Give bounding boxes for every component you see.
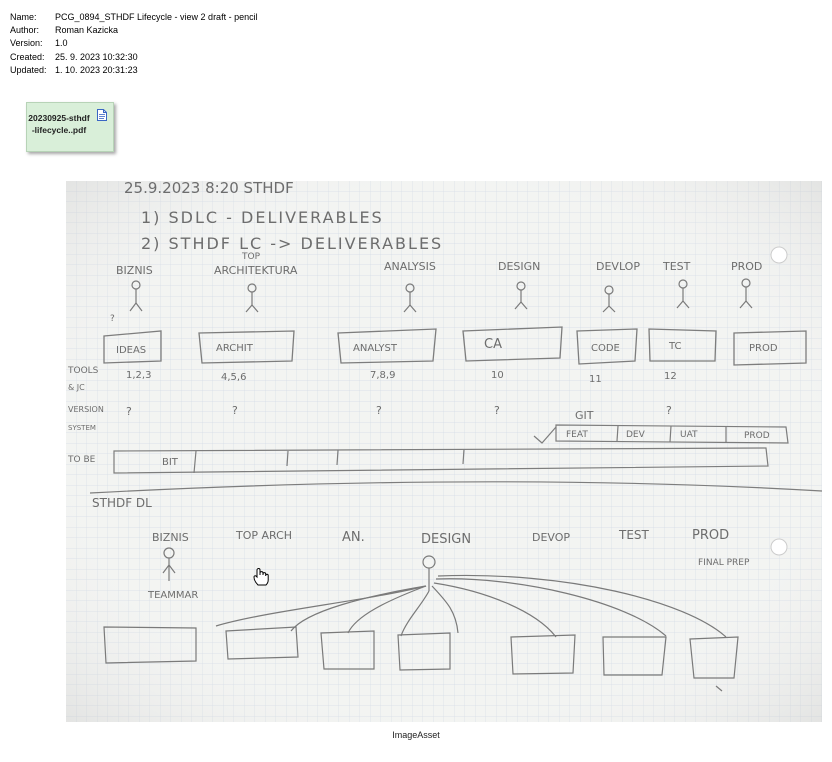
- sketch-line-sdlc: 1) SDLC - DELIVERABLES: [141, 208, 384, 227]
- version-question: ?: [666, 404, 672, 417]
- tool-number: 11: [589, 374, 602, 385]
- version-question: ?: [376, 404, 382, 417]
- deliverable-box-label: CA: [484, 337, 502, 352]
- final-prep-label: FINAL PREP: [698, 558, 750, 568]
- tool-number: 1,2,3: [126, 370, 151, 381]
- role-label: BIZNIS: [116, 264, 153, 277]
- git-branch: DEV: [626, 430, 646, 440]
- version-question: ?: [232, 404, 238, 417]
- teammate-label: TEAMMAR: [147, 590, 198, 601]
- phase-label: TEST: [618, 528, 650, 542]
- meta-value: 1. 10. 2023 20:31:23: [55, 64, 138, 75]
- role-label: PROD: [731, 260, 762, 273]
- role-label: ANALYSIS: [384, 260, 436, 273]
- meta-value: 25. 9. 2023 10:32:30: [55, 51, 138, 62]
- deliverable-box-label: IDEAS: [116, 345, 146, 356]
- phase-label: TOP ARCH: [235, 529, 292, 542]
- version-label: VERSION: [68, 405, 104, 414]
- phase-label: AN.: [342, 530, 365, 545]
- role-label: DESIGN: [498, 260, 540, 273]
- attachment-pdf[interactable]: 20230925-sthdf-lifecycle..pdf: [26, 102, 114, 152]
- phase-label: BIZNIS: [152, 531, 189, 544]
- tool-number: 7,8,9: [370, 370, 395, 381]
- phase-label: DEVOP: [532, 531, 570, 544]
- document-icon: [97, 108, 107, 126]
- meta-value: 1.0: [55, 38, 68, 49]
- phase-label: DESIGN: [421, 532, 471, 547]
- tools-sub-label: & JC: [68, 383, 85, 392]
- meta-value: PCG_0894_STHDF Lifecycle - view 2 draft …: [55, 12, 258, 22]
- version-sub-label: SYSTEM: [68, 424, 96, 432]
- bit-label: BIT: [162, 457, 179, 468]
- role-label: ARCHITEKTURA: [214, 264, 298, 277]
- meta-value: Roman Kazicka: [55, 25, 119, 36]
- version-question: ?: [494, 404, 500, 417]
- git-branch: UAT: [680, 430, 698, 440]
- meta-label: Author:: [10, 25, 40, 36]
- meta-row-name: Name: PCG_0894_STHDF Lifecycle - view 2 …: [10, 11, 258, 24]
- meta-label: Name:: [10, 12, 37, 22]
- deliverable-box-label: TC: [668, 341, 682, 352]
- deliverable-box-label: ARCHIT: [216, 343, 254, 354]
- tool-number: 12: [664, 371, 677, 382]
- tools-label: TOOLS: [67, 366, 99, 376]
- role-label: DEVLOP: [596, 260, 640, 273]
- role-label: TEST: [662, 260, 691, 273]
- phase-label: PROD: [692, 528, 729, 543]
- sketch-top-label: TOP: [241, 252, 261, 262]
- meta-row-created: Created: 25. 9. 2023 10:32:30: [10, 51, 258, 64]
- git-branch: FEAT: [566, 430, 588, 440]
- sketch-header: 25.9.2023 8:20 STHDF: [124, 181, 294, 197]
- image-caption: ImageAsset: [392, 730, 440, 740]
- metadata-panel: Name: PCG_0894_STHDF Lifecycle - view 2 …: [10, 11, 258, 77]
- meta-label: Version:: [10, 38, 43, 49]
- meta-label: Created:: [10, 51, 45, 62]
- question-mark: ?: [110, 314, 115, 324]
- deliverable-box-label: ANALYST: [353, 343, 398, 354]
- meta-row-author: Author: Roman Kazicka: [10, 24, 258, 37]
- version-question: ?: [126, 405, 132, 418]
- meta-row-updated: Updated: 1. 10. 2023 20:31:23: [10, 64, 258, 77]
- sketch-line-sthdf: 2) STHDF LC -> DELIVERABLES: [141, 234, 443, 253]
- deliverable-box-label: PROD: [749, 343, 778, 354]
- attachment-name: 20230925-sthdf-lifecycle..pdf: [28, 113, 90, 135]
- tool-number: 10: [491, 370, 504, 381]
- git-branch: PROD: [744, 431, 770, 441]
- hand-cursor-icon: [252, 567, 270, 592]
- sketch-image: 25.9.2023 8:20 STHDF 1) SDLC - DELIVERAB…: [66, 181, 822, 722]
- to-be-label: TO BE: [67, 455, 96, 465]
- deliverable-box-label: CODE: [591, 343, 620, 354]
- stdl-label: STHDF DL: [92, 496, 152, 510]
- meta-label: Updated:: [10, 64, 47, 75]
- git-label: GIT: [575, 409, 594, 422]
- meta-row-version: Version: 1.0: [10, 37, 258, 50]
- tool-number: 4,5,6: [221, 372, 246, 383]
